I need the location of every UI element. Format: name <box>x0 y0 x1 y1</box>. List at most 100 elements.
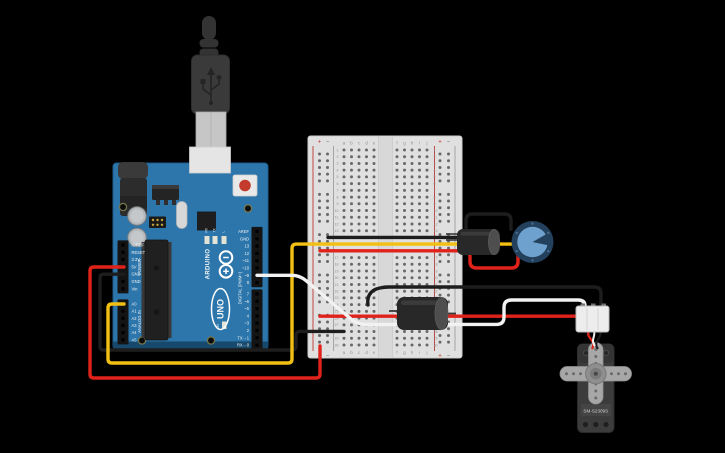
bb-rail-hole[interactable] <box>326 340 329 344</box>
bb-hole[interactable] <box>342 336 346 340</box>
bb-hole[interactable] <box>372 303 376 307</box>
bb-rail-hole[interactable] <box>447 327 450 331</box>
pin-RX←0[interactable] <box>255 343 259 347</box>
bb-hole[interactable] <box>372 229 376 233</box>
bb-hole[interactable] <box>395 269 399 273</box>
bb-hole[interactable] <box>342 262 346 266</box>
capacitor-potentiometer[interactable] <box>446 228 500 255</box>
bb-hole[interactable] <box>410 155 414 159</box>
bb-rail-hole[interactable] <box>438 333 442 337</box>
bb-hole[interactable] <box>410 282 414 286</box>
bb-hole[interactable] <box>425 195 429 199</box>
bb-hole[interactable] <box>410 215 414 219</box>
bb-hole[interactable] <box>372 195 376 199</box>
wire-a0[interactable] <box>106 242 515 365</box>
bb-hole[interactable] <box>372 296 376 300</box>
bb-hole[interactable] <box>418 195 421 199</box>
bb-rail-hole[interactable] <box>326 233 329 237</box>
bb-hole[interactable] <box>350 323 353 327</box>
bb-hole[interactable] <box>403 289 406 293</box>
bb-hole[interactable] <box>372 155 376 159</box>
bb-rail-hole[interactable] <box>438 179 442 183</box>
bb-hole[interactable] <box>410 182 414 186</box>
bb-rail-hole[interactable] <box>326 293 329 297</box>
pin-A1[interactable] <box>121 309 125 313</box>
bb-rail-hole[interactable] <box>318 340 321 344</box>
bb-rail-hole[interactable] <box>447 260 450 264</box>
bb-hole[interactable] <box>403 330 406 334</box>
bb-rail-hole[interactable] <box>326 273 329 277</box>
bb-hole[interactable] <box>342 276 346 280</box>
bb-rail-hole[interactable] <box>318 159 321 163</box>
reset-button[interactable] <box>232 174 258 197</box>
bb-hole[interactable] <box>342 148 346 152</box>
bb-hole[interactable] <box>350 148 353 152</box>
bb-hole[interactable] <box>350 175 353 179</box>
bb-hole[interactable] <box>365 269 368 273</box>
bb-hole[interactable] <box>357 289 361 293</box>
bb-rail-hole[interactable] <box>326 260 329 264</box>
bb-hole[interactable] <box>372 269 376 273</box>
bb-hole[interactable] <box>350 195 353 199</box>
bb-hole[interactable] <box>342 296 346 300</box>
bb-rail-hole[interactable] <box>438 159 442 163</box>
bb-hole[interactable] <box>395 215 399 219</box>
bb-hole[interactable] <box>372 336 376 340</box>
bb-hole[interactable] <box>425 330 429 334</box>
pin-IOREF[interactable] <box>121 243 125 247</box>
bb-hole[interactable] <box>410 330 414 334</box>
bb-hole[interactable] <box>350 209 353 213</box>
bb-hole[interactable] <box>410 168 414 172</box>
bb-hole[interactable] <box>365 195 368 199</box>
bb-rail-hole[interactable] <box>326 212 329 216</box>
bb-rail-hole[interactable] <box>447 192 450 196</box>
bb-hole[interactable] <box>357 168 361 172</box>
servo-motor[interactable]: SM-S2309S <box>559 342 632 433</box>
bb-hole[interactable] <box>425 215 429 219</box>
pin-4[interactable] <box>255 314 259 318</box>
bb-rail-hole[interactable] <box>438 273 442 277</box>
pin-8[interactable] <box>255 281 259 285</box>
bb-hole[interactable] <box>350 303 353 307</box>
bb-hole[interactable] <box>350 296 353 300</box>
bb-hole[interactable] <box>372 168 376 172</box>
pin-RESET[interactable] <box>121 250 125 254</box>
bb-rail-hole[interactable] <box>438 233 442 237</box>
bb-hole[interactable] <box>357 303 361 307</box>
bb-hole[interactable] <box>357 229 361 233</box>
bb-rail-hole[interactable] <box>438 246 442 250</box>
bb-rail-hole[interactable] <box>438 212 442 216</box>
bb-rail-hole[interactable] <box>438 253 442 257</box>
bb-hole[interactable] <box>372 209 376 213</box>
bb-hole[interactable] <box>403 282 406 286</box>
bb-hole[interactable] <box>418 276 421 280</box>
bb-hole[interactable] <box>395 155 399 159</box>
bb-hole[interactable] <box>395 175 399 179</box>
bb-hole[interactable] <box>425 188 429 192</box>
bb-hole[interactable] <box>357 209 361 213</box>
pin-A4[interactable] <box>121 331 125 335</box>
bb-hole[interactable] <box>342 229 346 233</box>
bb-hole[interactable] <box>372 276 376 280</box>
bb-hole[interactable] <box>365 336 368 340</box>
bb-hole[interactable] <box>395 276 399 280</box>
bb-hole[interactable] <box>365 188 368 192</box>
bb-hole[interactable] <box>418 168 421 172</box>
bb-hole[interactable] <box>365 222 368 226</box>
bb-hole[interactable] <box>403 222 406 226</box>
bb-hole[interactable] <box>403 256 406 260</box>
bb-rail-hole[interactable] <box>447 199 450 203</box>
bb-hole[interactable] <box>365 202 368 206</box>
bb-hole[interactable] <box>365 161 368 165</box>
pin-12[interactable] <box>255 251 259 255</box>
bb-hole[interactable] <box>365 182 368 186</box>
wire-5v[interactable] <box>88 265 322 380</box>
bb-hole[interactable] <box>395 262 399 266</box>
bb-hole[interactable] <box>395 161 399 165</box>
bb-hole[interactable] <box>425 202 429 206</box>
bb-hole[interactable] <box>365 282 368 286</box>
bb-hole[interactable] <box>350 276 353 280</box>
bb-hole[interactable] <box>395 148 399 152</box>
bb-hole[interactable] <box>418 343 421 347</box>
bb-hole[interactable] <box>418 215 421 219</box>
